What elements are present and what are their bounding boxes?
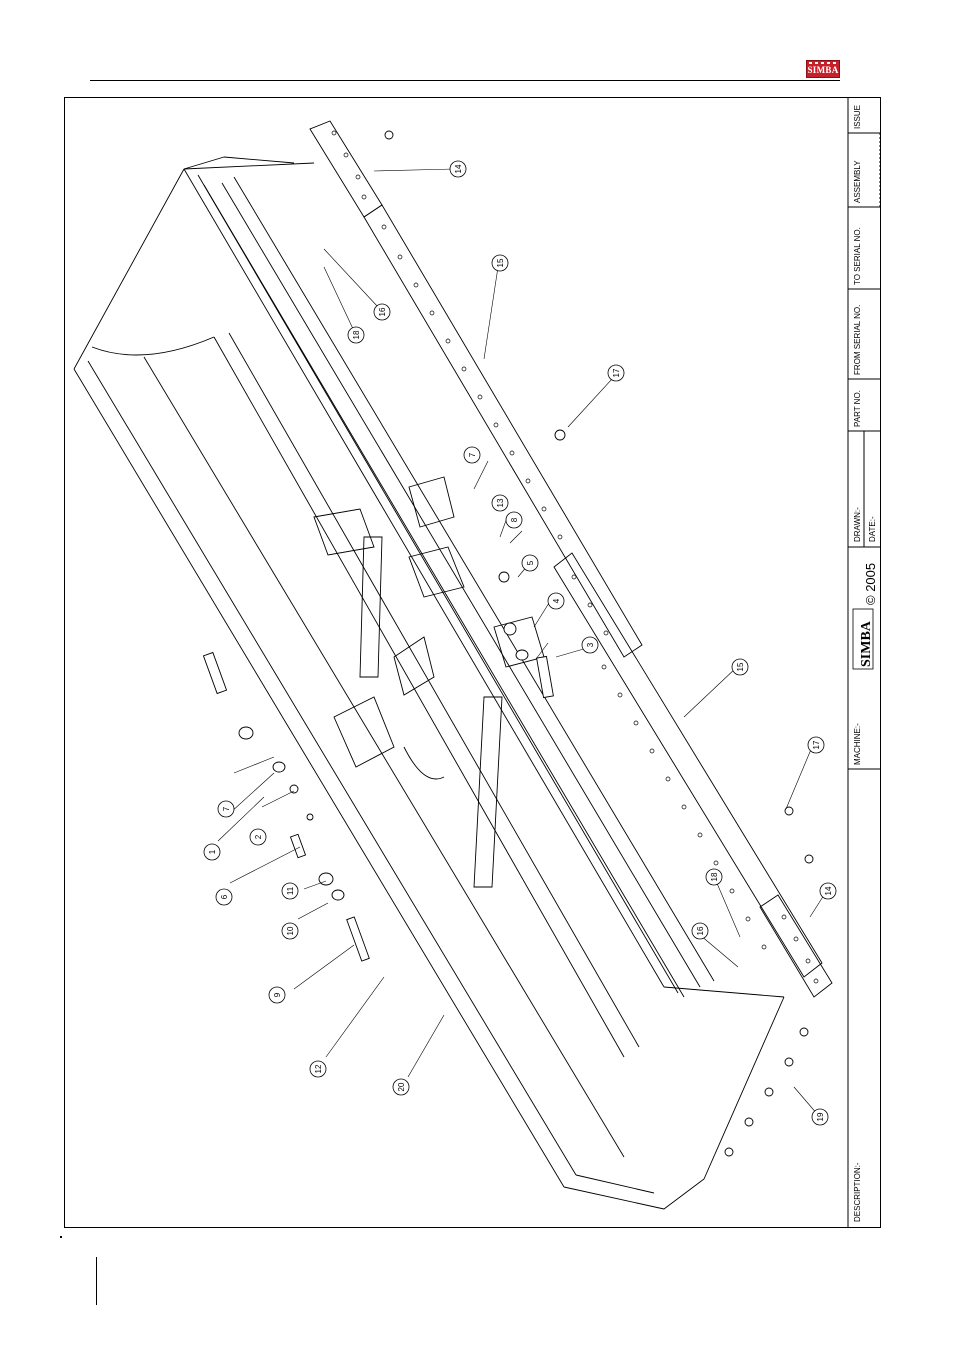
callout-17a: 17 [612,368,621,377]
callout-11: 11 [286,886,295,895]
callout-14a: 14 [454,164,463,173]
callout-18b: 18 [710,872,719,881]
callout-15a: 15 [496,258,505,267]
callout-2: 2 [254,834,263,839]
simba-title-logo: SIMBA [853,609,874,669]
exploded-parts-diagram: DESCRIPTION:- MACHINE:- DRAWN:- DATE:- P… [64,97,881,1228]
footer-rule [96,1257,97,1305]
margin-mark [60,1236,62,1238]
callout-3: 3 [586,642,595,647]
copyright-text: © 2005 [863,563,878,605]
drawn-label: DRAWN:- [853,507,862,542]
simba-brand-text: SIMBA [859,620,874,667]
callout-16a: 16 [378,307,387,316]
date-label: DATE:- [868,516,877,542]
from-serial-label: FROM SERIAL NO. [853,305,862,375]
callout-8: 8 [510,517,519,522]
callout-labels: 1 7 2 6 11 10 9 12 20 3 4 5 7 8 14 15 16… [208,164,833,1121]
leader-lines [218,169,824,1115]
part-no-label: PART NO. [853,390,862,427]
callout-18a: 18 [352,330,361,339]
simba-logo: SIMBA [806,60,840,78]
to-serial-label: TO SERIAL NO. [853,227,862,285]
callout-16b: 16 [696,926,705,935]
callout-15b: 15 [736,662,745,671]
callout-12: 12 [314,1064,323,1073]
logo-text: SIMBA [807,65,839,75]
callout-20: 20 [397,1082,406,1091]
callout-10: 10 [286,926,295,935]
bolt-holes [332,131,818,983]
assembly-label: ASSEMBLY [853,160,862,203]
bucket-body [74,157,784,1209]
callout-1: 1 [208,849,217,854]
callout-4: 4 [552,598,561,603]
callouts [204,161,836,1125]
callout-14b: 14 [824,886,833,895]
machine-label: MACHINE:- [853,723,862,765]
cutting-edge-plates [310,121,832,997]
callout-9: 9 [273,992,282,997]
loose-hardware [203,131,813,1156]
callout-19: 19 [816,1112,825,1121]
callout-7b: 7 [468,452,477,457]
issue-label: ISSUE [853,105,862,129]
callout-6: 6 [220,894,229,899]
callout-5: 5 [526,560,535,565]
callout-13: 13 [496,498,505,507]
callout-17b: 17 [812,740,821,749]
callout-7a: 7 [222,806,231,811]
header-rule [90,80,840,81]
description-label: DESCRIPTION:- [853,1162,862,1222]
